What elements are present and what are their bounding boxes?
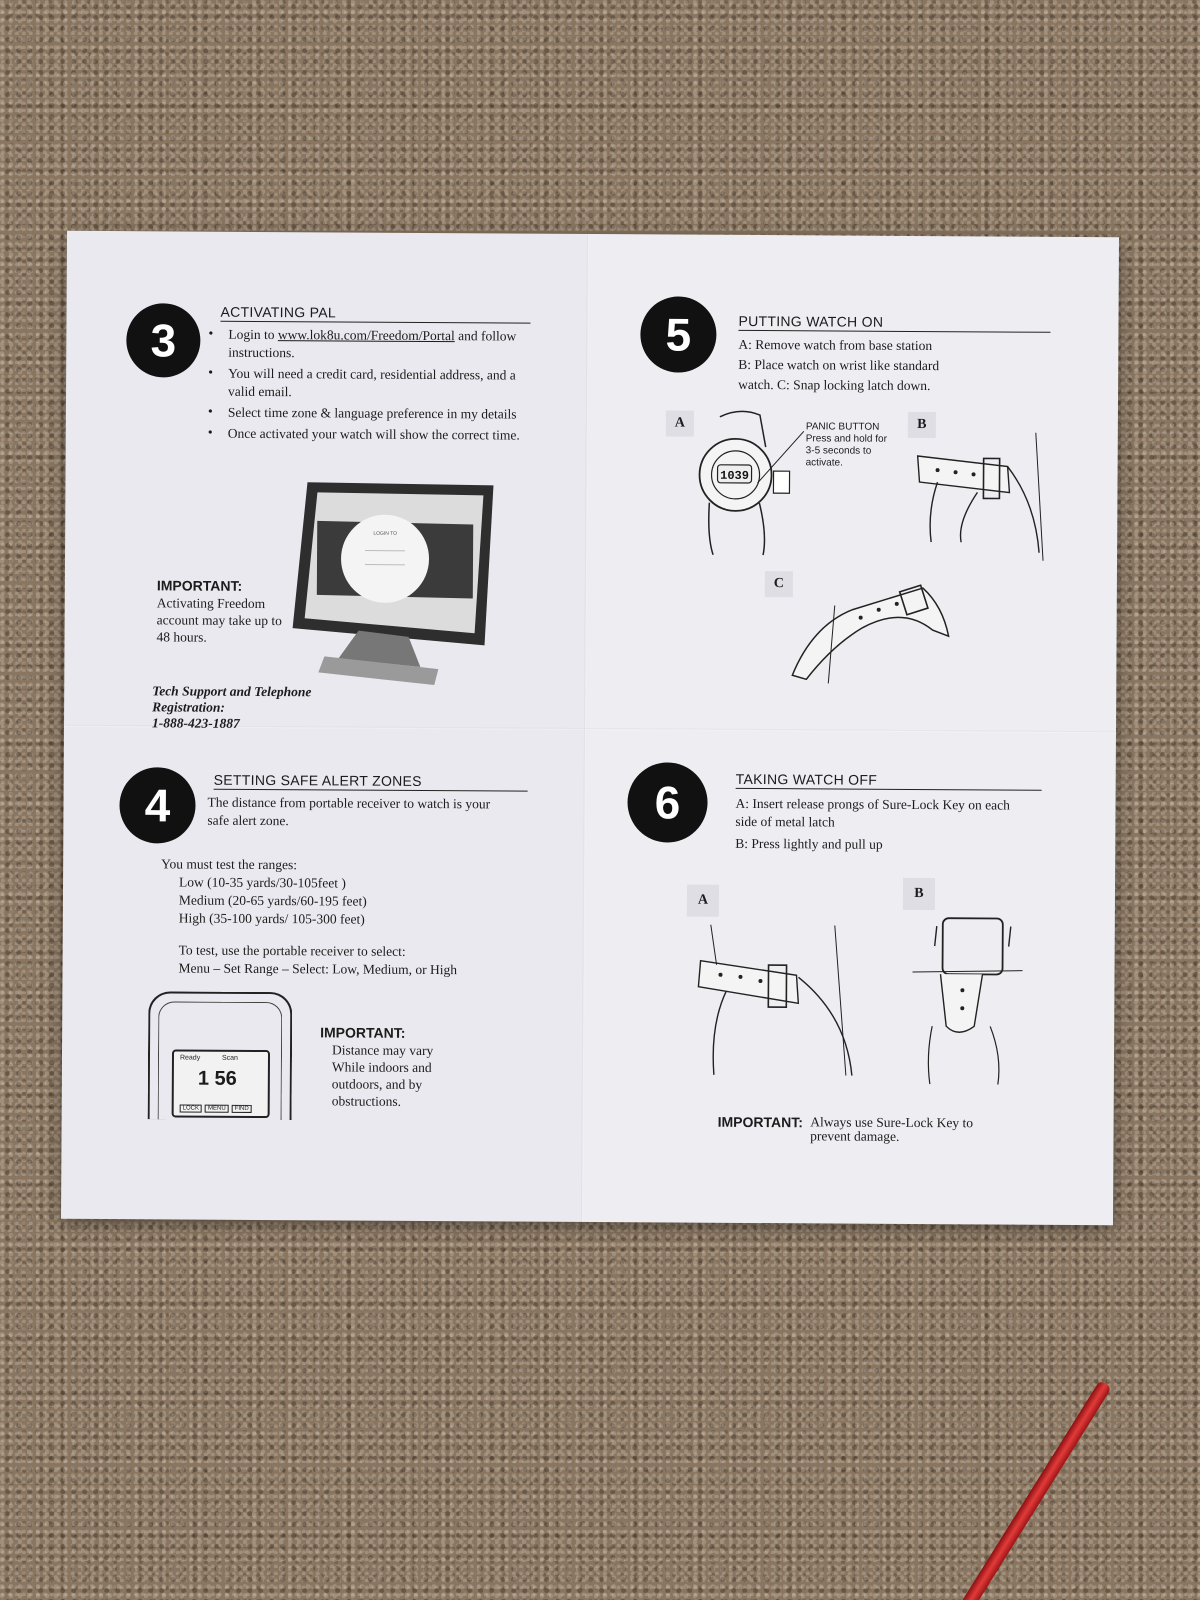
range-high: High (35-100 yards/ 105-300 feet) <box>178 910 365 927</box>
step-a: A: Remove watch from base station <box>738 336 933 354</box>
fig-label-b: B <box>902 877 936 911</box>
find-button: FIND <box>231 1104 252 1113</box>
ranges-intro: You must test the ranges: <box>161 856 298 873</box>
step-c: watch. C: Snap locking latch down. <box>738 376 931 394</box>
taking-off-steps: A: Insert release prongs of Sure-Lock Ke… <box>735 795 1025 855</box>
receiver-screen: Ready Scan 1 56 LOCK MENU FIND <box>171 1049 271 1119</box>
strap-illustration-c <box>791 584 950 684</box>
section-title-putting-on: PUTTING WATCH ON <box>738 312 1051 333</box>
step-a: A: Insert release prongs of Sure-Lock Ke… <box>735 795 1010 830</box>
important-text: Always use Sure-Lock Key to prevent dama… <box>810 1114 974 1144</box>
watch-display: 1039 <box>720 469 749 483</box>
step-number-3: 3 <box>126 303 201 378</box>
menu-button: MENU <box>204 1104 229 1113</box>
watch-illustration: 1039 <box>698 410 805 556</box>
step-b: B: Press lightly and pull up <box>735 835 883 852</box>
putting-on-steps: A: Remove watch from base station B: Pla… <box>738 335 1058 397</box>
red-cable <box>941 1380 1112 1600</box>
range-low: Low (10-35 yards/30-105feet ) <box>179 874 346 891</box>
step-b: B: Place watch on wrist like standard <box>738 356 940 374</box>
important-label: IMPORTANT: <box>320 1024 406 1041</box>
instruction-sheet: 3 ACTIVATING PAL Login to www.lok8u.com/… <box>60 230 1120 1226</box>
important-text: Activating Freedom account may take up t… <box>156 595 282 645</box>
strap-illustration-b <box>916 432 1044 561</box>
taking-off-important: IMPORTANT: Always use Sure-Lock Key to p… <box>717 1113 1037 1145</box>
bullet-timezone: Select time zone & language preference i… <box>206 404 536 424</box>
release-illustration-a <box>697 924 853 1076</box>
step-number-5: 5 <box>640 296 717 373</box>
test-intro: To test, use the portable receiver to se… <box>178 942 406 959</box>
activating-bullets: Login to www.lok8u.com/Freedom/Portal an… <box>206 326 537 448</box>
step-number-4: 4 <box>119 767 196 844</box>
tech-support: Tech Support and Telephone Registration:… <box>152 683 342 732</box>
activating-important: IMPORTANT: Activating Freedom account ma… <box>156 577 286 646</box>
bullet-login: Login to www.lok8u.com/Freedom/Portal an… <box>206 326 536 364</box>
zones-intro: The distance from portable receiver to w… <box>207 794 491 829</box>
ranges-block: You must test the ranges: Low (10-35 yar… <box>160 855 521 979</box>
svg-text:LOGIN TO: LOGIN TO <box>373 531 397 537</box>
panic-callout: PANIC BUTTON Press and hold for 3-5 seco… <box>805 421 887 469</box>
receiver-status: Ready <box>179 1054 201 1062</box>
support-label: Tech Support and Telephone Registration: <box>152 683 312 715</box>
important-label: IMPORTANT: <box>156 577 243 594</box>
section-title-taking-off: TAKING WATCH OFF <box>735 770 1042 791</box>
zones-important: IMPORTANT: Distance may vary While indoo… <box>320 1024 461 1110</box>
portal-link[interactable]: www.lok8u.com/Freedom/Portal <box>277 327 455 344</box>
bullet-activated: Once activated your watch will show the … <box>206 425 536 445</box>
bullet-requirements: You will need a credit card, residential… <box>206 365 536 403</box>
test-path: Menu – Set Range – Select: Low, Medium, … <box>178 960 458 978</box>
important-label: IMPORTANT: <box>717 1113 803 1131</box>
step-number-6: 6 <box>627 762 708 843</box>
support-phone: 1-888-423-1887 <box>151 715 240 731</box>
fig-label-a: A <box>686 884 720 917</box>
important-text: Distance may vary While indoors and outd… <box>331 1042 434 1109</box>
receiver-digits: 1 56 <box>197 1067 237 1090</box>
monitor-illustration: LOGIN TO <box>292 482 494 686</box>
section-title-zones: SETTING SAFE ALERT ZONES <box>213 771 528 792</box>
receiver-mode: Scan <box>221 1054 238 1062</box>
section-title-activating: ACTIVATING PAL <box>220 303 531 324</box>
receiver-illustration: Ready Scan 1 56 LOCK MENU FIND <box>147 991 293 1121</box>
lock-button: LOCK <box>179 1104 203 1113</box>
range-medium: Medium (20-65 yards/60-195 feet) <box>178 892 367 909</box>
release-illustration-b <box>912 917 1023 1085</box>
